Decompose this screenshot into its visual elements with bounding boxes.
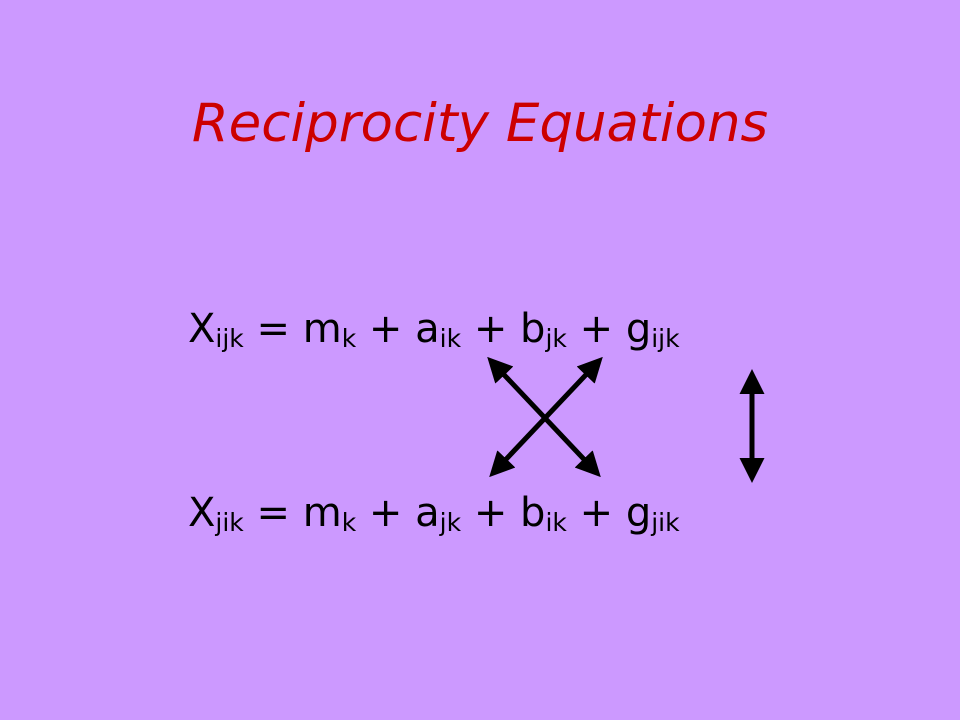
operator-equals: =	[256, 306, 291, 352]
slide-title: Reciprocity Equations	[191, 93, 769, 154]
subscript: ijk	[215, 324, 244, 353]
operator-plus: +	[579, 306, 614, 352]
equation-top: Xijk = mk + aik + bjk + gijk	[188, 302, 680, 356]
subscript: ik	[545, 508, 567, 537]
subscript: jk	[439, 508, 462, 537]
term-a: ajk	[415, 490, 462, 537]
term-m: mk	[302, 490, 357, 537]
term-x: Xijk	[188, 306, 244, 353]
subscript: k	[341, 508, 357, 537]
subscript: ik	[439, 324, 462, 353]
operator-plus: +	[473, 306, 508, 352]
equation-bottom: Xjik = mk + ajk + bik + gjik	[188, 486, 680, 540]
subscript: jk	[545, 324, 567, 353]
subscript: jik	[215, 508, 244, 537]
term-g: gjik	[625, 490, 680, 537]
operator-plus: +	[368, 306, 403, 352]
operator-plus: +	[368, 490, 403, 536]
operator-plus: +	[579, 490, 614, 536]
subscript: k	[341, 324, 357, 353]
subscript: jik	[651, 508, 680, 537]
crossing-arrow-a-to-b	[487, 356, 601, 478]
crossing-arrow-b-to-a	[489, 356, 603, 478]
subscript: ijk	[651, 324, 680, 353]
term-x: Xjik	[188, 490, 244, 537]
term-g: gijk	[625, 306, 680, 353]
term-a: aik	[415, 306, 462, 353]
operator-equals: =	[256, 490, 291, 536]
term-m: mk	[302, 306, 357, 353]
term-b: bjk	[520, 306, 567, 353]
term-b: bik	[520, 490, 567, 537]
operator-plus: +	[473, 490, 508, 536]
